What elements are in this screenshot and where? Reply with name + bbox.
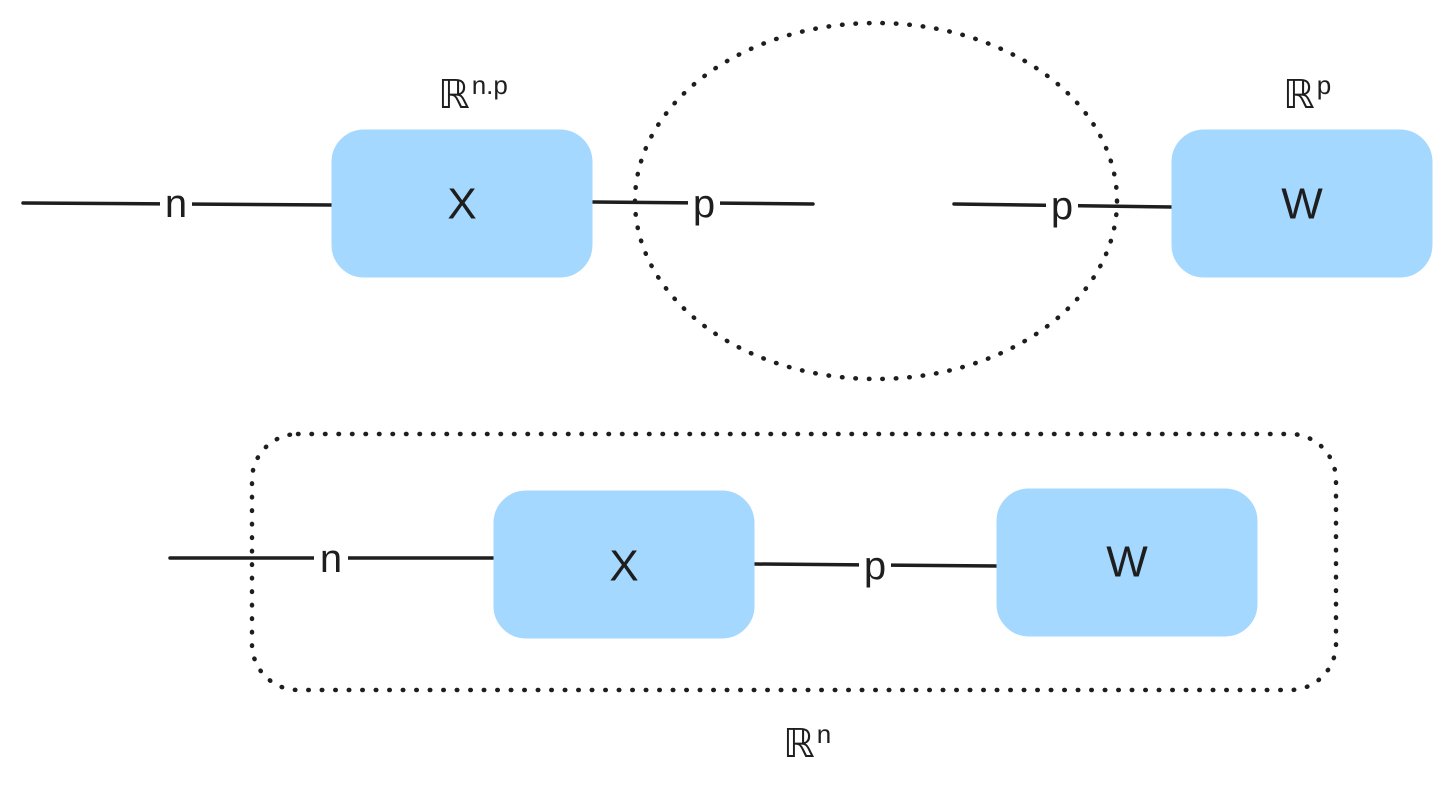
w-space-base: ℝ	[1283, 72, 1315, 118]
result-space-base: ℝ	[783, 721, 815, 767]
bottom-edge-n-label: n	[320, 537, 342, 581]
x-space-exp: n.p	[472, 70, 508, 100]
bottom-edge-p-label: p	[864, 544, 886, 588]
top-edge-p-left-label: p	[693, 182, 715, 226]
top-edge-p-right-label: p	[1051, 184, 1073, 228]
top-w-node: W	[1171, 129, 1433, 278]
top-edge-p-right-label-group: p	[1046, 184, 1078, 230]
w-space-label: ℝp	[1283, 70, 1331, 118]
x-space-label: ℝn.p	[438, 70, 508, 118]
result-space-label: ℝn	[783, 719, 831, 767]
x-space-base: ℝ	[438, 72, 470, 118]
w-space-exp: p	[1317, 70, 1331, 100]
bottom-w-node: W	[996, 488, 1258, 637]
bottom-w-node-label: W	[1106, 538, 1148, 587]
bottom-x-node-label: X	[609, 542, 638, 591]
top-edge-n-label-group: n	[160, 182, 192, 226]
bottom-edge-p-label-group: p	[859, 544, 891, 590]
result-boundary	[249, 431, 1339, 693]
bottom-edge-n-label-group: n	[314, 537, 348, 581]
top-w-node-label: W	[1281, 180, 1323, 229]
top-edge-p-left-label-group: p	[688, 182, 720, 228]
bottom-x-node: X	[493, 490, 755, 639]
top-x-node: X	[331, 129, 593, 278]
top-x-node-label: X	[447, 180, 476, 229]
top-edge-n-label: n	[165, 182, 187, 226]
result-space-exp: n	[817, 719, 831, 749]
